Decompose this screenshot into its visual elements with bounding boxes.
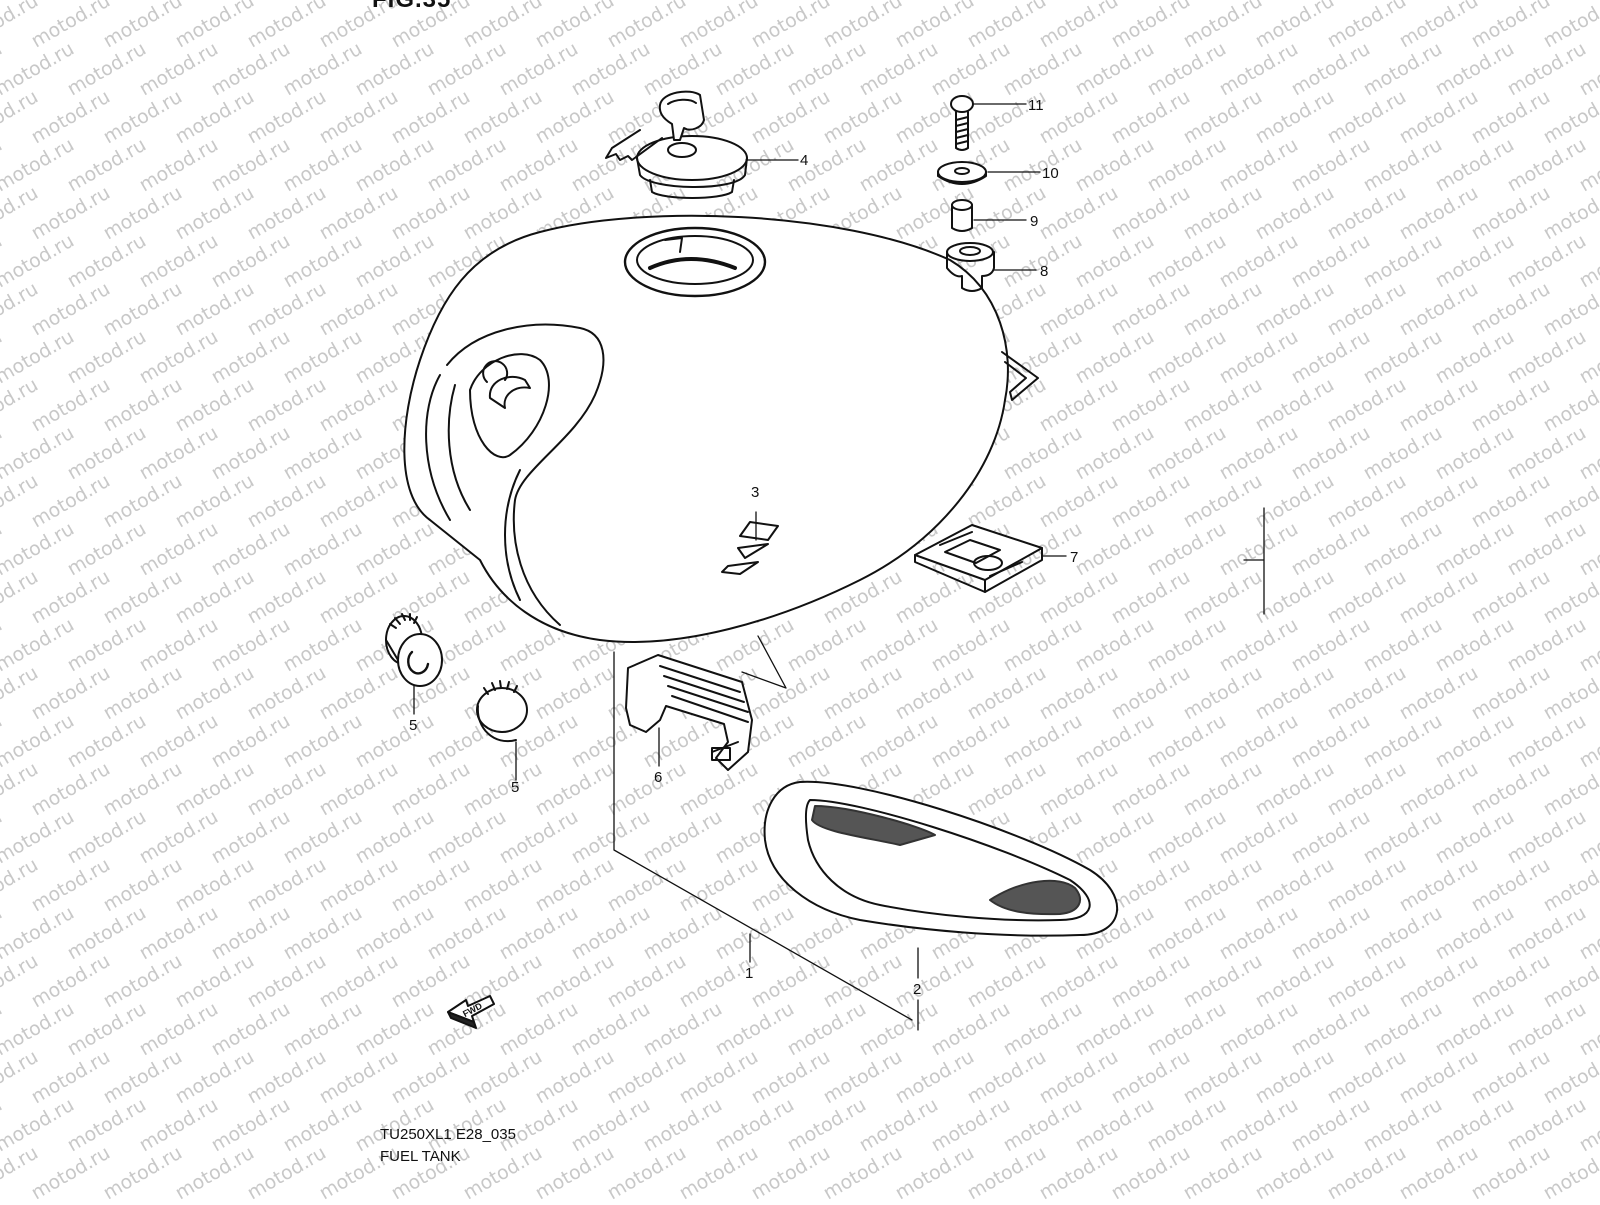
callout-5a: 5 [409,717,417,734]
callout-5b: 5 [511,779,519,796]
washer [938,162,986,184]
diagram-title: FUEL TANK [380,1148,461,1165]
callout-10: 10 [1042,165,1059,182]
callout-9: 9 [1030,213,1038,230]
callout-8: 8 [1040,263,1048,280]
callout-4: 4 [800,152,808,169]
callout-6: 6 [654,769,662,786]
callout-11: 11 [1028,97,1044,114]
callout-3: 3 [751,484,759,501]
model-code: TU250XL1 E28_035 [380,1126,516,1143]
callout-7: 7 [1070,549,1078,566]
fuel-tank [404,216,1038,642]
callout-1: 1 [745,965,753,982]
figure-number: FIG.35 [372,0,451,14]
callout-2: 2 [913,981,921,998]
